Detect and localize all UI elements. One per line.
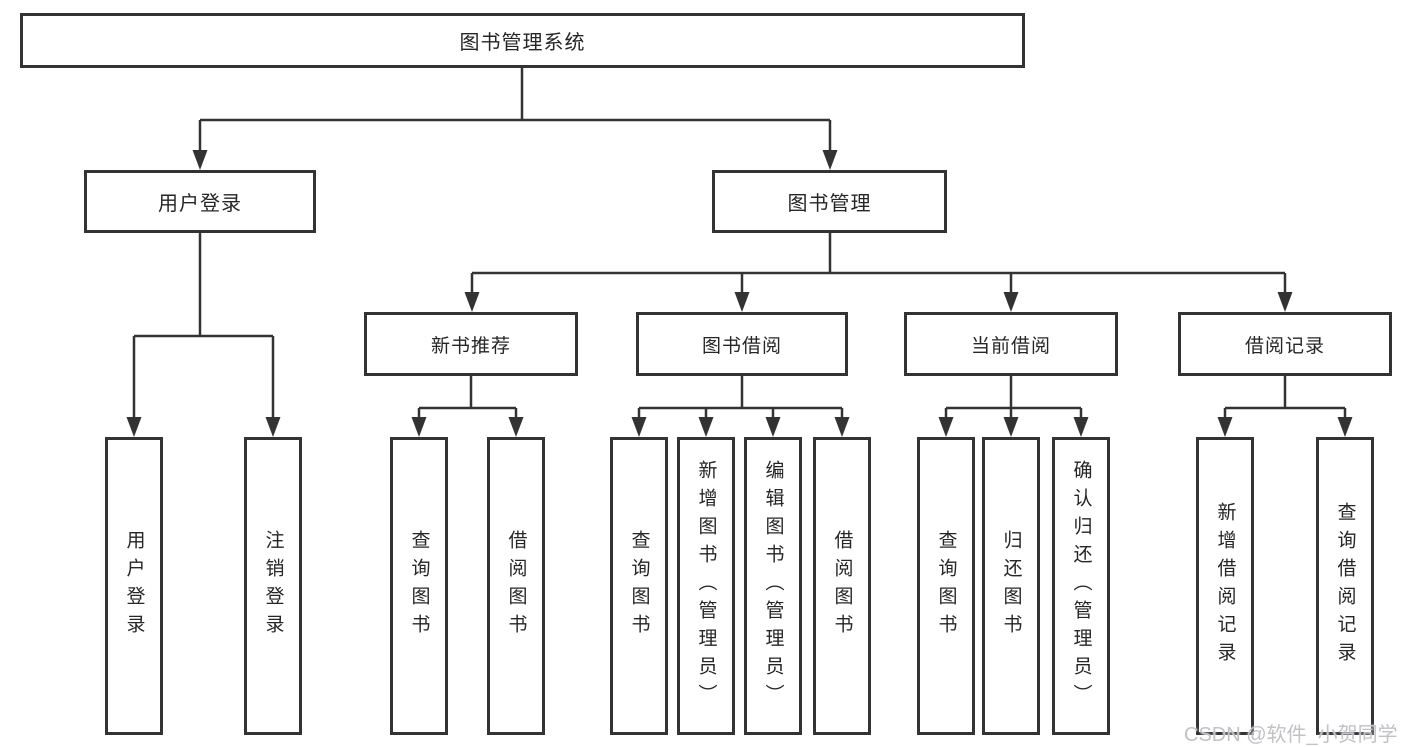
leaf-add-book-admin: 新增图书（管理员） — [677, 437, 735, 735]
arrowhead — [1073, 417, 1089, 437]
arrowhead — [464, 292, 480, 312]
node-label: 查询借阅记录 — [1334, 502, 1356, 670]
leaf-query-books-current: 查询图书 — [917, 437, 975, 735]
arrowhead — [938, 417, 954, 437]
csdn-watermark: CSDN @软件_小贺同学 — [1184, 724, 1398, 746]
node-label: 图书管理系统 — [459, 32, 586, 54]
node-book-management: 图书管理 — [712, 170, 947, 233]
node-new-book-recommend: 新书推荐 — [364, 312, 578, 376]
arrowhead — [1217, 417, 1233, 437]
leaf-user-login: 用户登录 — [105, 437, 163, 735]
node-label: 注销登录 — [262, 530, 284, 642]
leaf-borrow-books-recommend: 借阅图书 — [487, 437, 545, 735]
node-label: 查询图书 — [408, 530, 430, 642]
arrowhead — [822, 150, 838, 170]
leaf-add-borrow-record: 新增借阅记录 — [1196, 437, 1254, 735]
connector-bookborrow-to-leaves — [637, 376, 844, 419]
node-label: 查询图书 — [935, 530, 957, 642]
arrowhead — [1277, 292, 1293, 312]
arrowhead — [411, 417, 427, 437]
arrowhead — [734, 292, 750, 312]
node-current-borrowing: 当前借阅 — [904, 312, 1118, 376]
connector-records-to-leaves — [1223, 376, 1347, 419]
node-label: 新增图书（管理员） — [695, 460, 717, 712]
node-label: 借阅图书 — [831, 530, 853, 642]
leaf-query-books-recommend: 查询图书 — [390, 437, 448, 735]
node-label: 编辑图书（管理员） — [762, 460, 784, 712]
connector-bookmgmt-to-level3 — [470, 233, 1287, 294]
arrowhead — [508, 417, 524, 437]
arrowhead — [1003, 292, 1019, 312]
node-label: 用户登录 — [123, 530, 145, 642]
arrowhead — [265, 417, 281, 437]
node-label: 当前借阅 — [970, 335, 1051, 357]
leaf-return-book: 归还图书 — [982, 437, 1040, 735]
node-book-borrowing: 图书借阅 — [636, 312, 848, 376]
arrowhead — [698, 417, 714, 437]
arrowhead — [1003, 417, 1019, 437]
leaf-query-books-borrowing: 查询图书 — [610, 437, 668, 735]
node-label: 借阅图书 — [505, 530, 527, 642]
node-user-login: 用户登录 — [84, 170, 316, 233]
leaf-logout: 注销登录 — [244, 437, 302, 735]
node-label: 新增借阅记录 — [1214, 502, 1236, 670]
leaf-edit-book-admin: 编辑图书（管理员） — [744, 437, 802, 735]
arrowhead — [192, 150, 208, 170]
arrowhead — [631, 417, 647, 437]
node-borrowing-records: 借阅记录 — [1178, 312, 1392, 376]
leaf-query-borrow-record: 查询借阅记录 — [1316, 437, 1374, 735]
node-label: 归还图书 — [1000, 530, 1022, 642]
connector-root-to-level2 — [198, 68, 832, 152]
node-label: 新书推荐 — [430, 335, 511, 357]
node-label: 查询图书 — [628, 530, 650, 642]
connector-userlogin-to-leaves — [132, 233, 275, 419]
arrowhead — [126, 417, 142, 437]
arrowhead — [1337, 417, 1353, 437]
node-label: 借阅记录 — [1244, 335, 1325, 357]
node-label: 确认归还（管理员） — [1070, 460, 1092, 712]
node-label: 用户登录 — [158, 193, 242, 215]
arrowhead — [765, 417, 781, 437]
arrowhead — [834, 417, 850, 437]
node-root-library-system: 图书管理系统 — [20, 13, 1025, 68]
leaf-borrow-books-borrowing: 借阅图书 — [813, 437, 871, 735]
node-label: 图书管理 — [787, 193, 872, 215]
connector-newbook-to-leaves — [417, 376, 518, 419]
node-label: 图书借阅 — [701, 335, 782, 357]
leaf-confirm-return-admin: 确认归还（管理员） — [1052, 437, 1110, 735]
connector-currentborrow-to-leaves — [944, 376, 1083, 419]
